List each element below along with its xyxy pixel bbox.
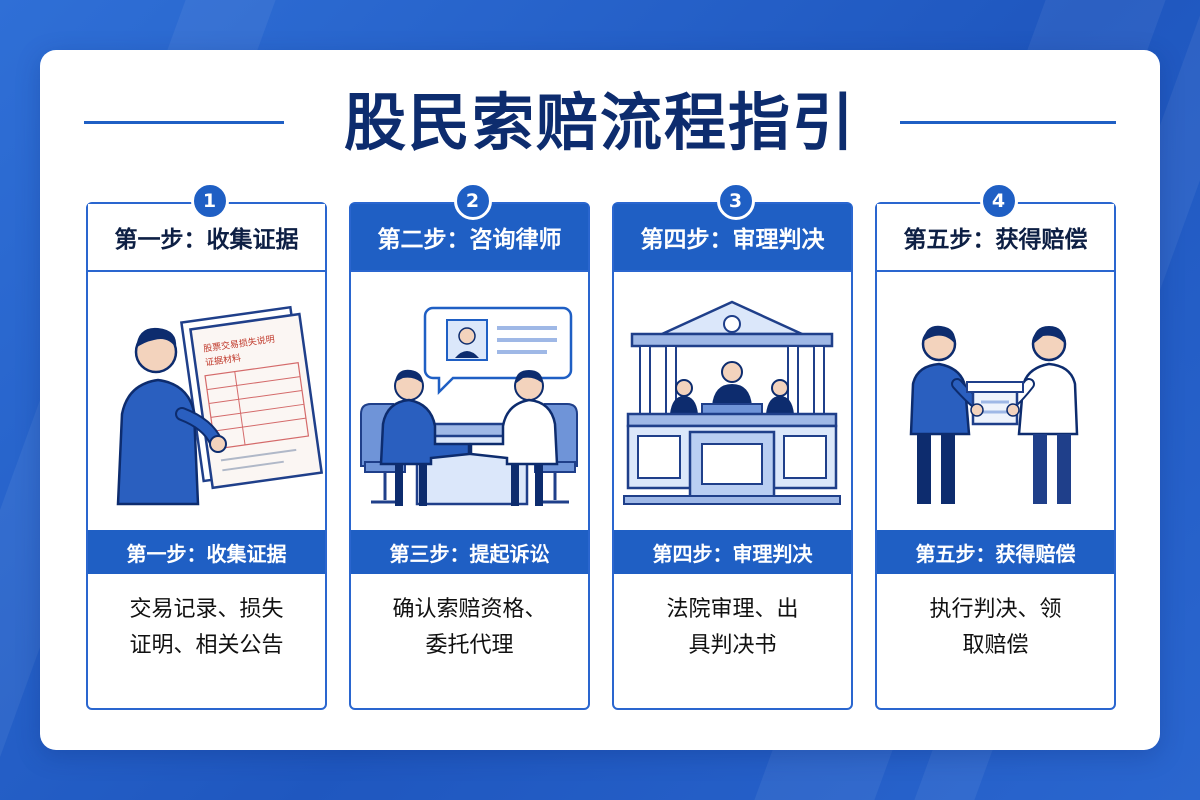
courtroom-icon — [623, 300, 841, 505]
step-card-1: 第一步：收集证据 1 股票交易损失说明 证据材料 — [86, 182, 327, 710]
step-card-4: 第五步：获得赔偿 4 第五步：获得赔偿 执行判决、领 — [875, 182, 1116, 710]
step-number-badge: 3 — [716, 182, 755, 220]
title-divider-left — [84, 121, 284, 124]
step-band-label: 第三步：提起诉讼 — [351, 530, 588, 574]
step-number-badge: 4 — [979, 182, 1018, 220]
step-description: 交易记录、损失 证明、相关公告 — [129, 597, 284, 658]
step-card-header: 第二步：咨询律师 — [351, 204, 588, 272]
step-band-label: 第四步：审理判决 — [614, 530, 851, 574]
title-divider-right — [900, 121, 1116, 124]
step-card-2: 第二步：咨询律师 2 — [349, 182, 590, 710]
lawyer-consultation-icon — [360, 306, 578, 506]
step-number-badge: 2 — [453, 182, 492, 220]
handover-compensation-icon — [909, 325, 1079, 504]
page-title: 股民索赔流程指引 — [343, 86, 856, 159]
main-panel: 股民索赔流程指引 第一步：收集证据 1 股票交易损失说明 证据材料 — [40, 50, 1160, 750]
step-band-label: 第五步：获得赔偿 — [877, 530, 1114, 574]
step-description: 法院审理、出 具判决书 — [666, 597, 799, 658]
step-description: 执行判决、领 取赔偿 — [929, 597, 1062, 658]
step-card-3: 第四步：审理判决 3 第四步：审理判决 法院审理 — [612, 182, 853, 710]
person-holding-document-icon: 股票交易损失说明 证据材料 — [116, 305, 324, 506]
step-band-label: 第一步：收集证据 — [88, 530, 325, 574]
step-number-badge: 1 — [190, 182, 229, 220]
step-description: 确认索赔资格、 委托代理 — [392, 597, 547, 658]
title-row: 股民索赔流程指引 — [40, 78, 1160, 168]
